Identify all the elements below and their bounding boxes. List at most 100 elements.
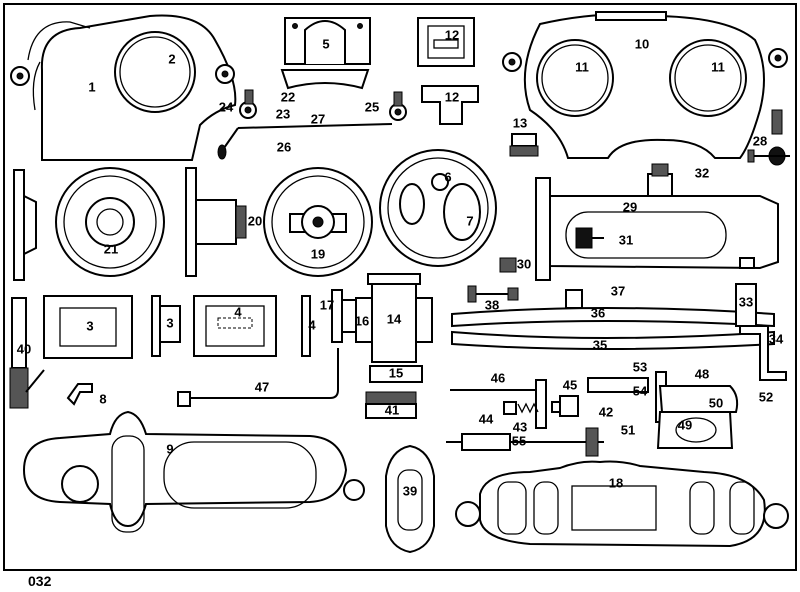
- label-47: 47: [255, 379, 269, 394]
- part-42-fitting: [551, 395, 579, 417]
- part-35-bar: [451, 330, 775, 350]
- part-28-valve: [747, 109, 790, 166]
- part-40-lever: [9, 297, 45, 409]
- label-11: 11: [575, 59, 589, 74]
- part-8-clip: [66, 383, 93, 406]
- label-46: 46: [491, 370, 505, 385]
- part-27-linkage: [217, 89, 407, 160]
- label-43: 43: [513, 419, 527, 434]
- part-30-nut: [499, 257, 517, 273]
- part-29-cylinder: [535, 163, 779, 281]
- label-7: 7: [466, 213, 473, 228]
- label-32: 32: [695, 165, 709, 180]
- label-33: 33: [739, 294, 753, 309]
- label-37: 37: [611, 283, 625, 298]
- label-36: 36: [591, 305, 605, 320]
- part-41-block: [365, 391, 417, 419]
- label-44: 44: [479, 411, 494, 426]
- label-15: 15: [389, 365, 403, 380]
- label-52: 52: [759, 389, 773, 404]
- label-22: 22: [281, 89, 295, 104]
- part-36-bar: [451, 289, 775, 328]
- part-55-shaft: [446, 427, 604, 457]
- label-55: 55: [512, 433, 526, 448]
- label-5: 5: [322, 36, 329, 51]
- label-18: 18: [609, 475, 623, 490]
- part-5-bracket: [280, 17, 371, 90]
- part-12-bracket: [421, 85, 479, 125]
- part-10-double-housing: [502, 11, 788, 159]
- part-6-disc: [379, 149, 497, 267]
- frame: [3, 3, 797, 571]
- part-31-bolt: [575, 227, 604, 249]
- label-27: 27: [311, 111, 325, 126]
- part-9-cover: [22, 410, 365, 533]
- part-44-43-spring: [503, 401, 539, 415]
- part-4-plate: [193, 295, 277, 357]
- label-13: 13: [513, 115, 527, 130]
- label-25: 25: [365, 99, 379, 114]
- part-20-flange-side: [185, 167, 247, 277]
- label-39: 39: [403, 483, 417, 498]
- label-42: 42: [599, 404, 613, 419]
- part-38-bolt: [467, 285, 519, 303]
- part-18-cover: [455, 460, 789, 548]
- part-12-plate: [417, 17, 475, 67]
- part-labels: 1 2 3 3 4 4 5 6 7 8 9 10 11 11 12 12 13 …: [17, 27, 784, 498]
- label-2: 2: [168, 51, 175, 66]
- label-3: 3: [86, 318, 93, 333]
- part-19-round-flange: [263, 167, 373, 277]
- label-53: 53: [633, 359, 647, 374]
- label-31: 31: [619, 232, 633, 247]
- plate-number: 032: [28, 573, 52, 589]
- part-flange-left: [13, 169, 37, 281]
- label-54: 54: [633, 383, 648, 398]
- label-30: 30: [517, 256, 531, 271]
- part-14-pipe-tee: [355, 273, 433, 363]
- label-19: 19: [311, 246, 325, 261]
- label-26: 26: [277, 139, 291, 154]
- label-29: 29: [623, 199, 637, 214]
- label-14: 14: [387, 311, 402, 326]
- part-39-block: [385, 444, 435, 554]
- part-15-base: [369, 365, 423, 383]
- label-11b: 11: [711, 59, 725, 74]
- label-28: 28: [753, 133, 767, 148]
- part-4-side: [301, 295, 311, 357]
- label-12: 12: [445, 27, 459, 42]
- label-38: 38: [485, 297, 499, 312]
- part-3-side: [151, 295, 181, 357]
- part-13-nut: [509, 133, 539, 157]
- label-3b: 3: [166, 315, 173, 330]
- label-50: 50: [709, 395, 723, 410]
- label-23: 23: [276, 106, 290, 121]
- label-41: 41: [385, 402, 399, 417]
- part-46-shaft: [450, 379, 547, 429]
- label-6: 6: [444, 169, 451, 184]
- label-40: 40: [17, 341, 31, 356]
- label-21: 21: [104, 241, 118, 256]
- label-8: 8: [99, 391, 106, 406]
- label-4b: 4: [308, 317, 316, 332]
- label-12b: 12: [445, 89, 459, 104]
- label-35: 35: [593, 337, 607, 352]
- label-4: 4: [234, 304, 242, 319]
- part-21-round-flange: [55, 167, 165, 277]
- label-9: 9: [166, 441, 173, 456]
- label-34: 34: [769, 331, 784, 346]
- label-20: 20: [248, 213, 262, 228]
- part-1-housing: [10, 14, 237, 161]
- label-24: 24: [219, 99, 234, 114]
- label-10: 10: [635, 36, 649, 51]
- part-47-rod: [177, 348, 339, 407]
- part-3-plate: [43, 295, 133, 359]
- part-33-34-bracket: [735, 283, 787, 381]
- label-45: 45: [563, 377, 577, 392]
- label-17: 17: [320, 297, 334, 312]
- part-16-flange: [331, 289, 357, 343]
- label-51: 51: [621, 422, 635, 437]
- label-48: 48: [695, 366, 709, 381]
- part-49-base: [656, 411, 734, 449]
- label-49: 49: [678, 417, 692, 432]
